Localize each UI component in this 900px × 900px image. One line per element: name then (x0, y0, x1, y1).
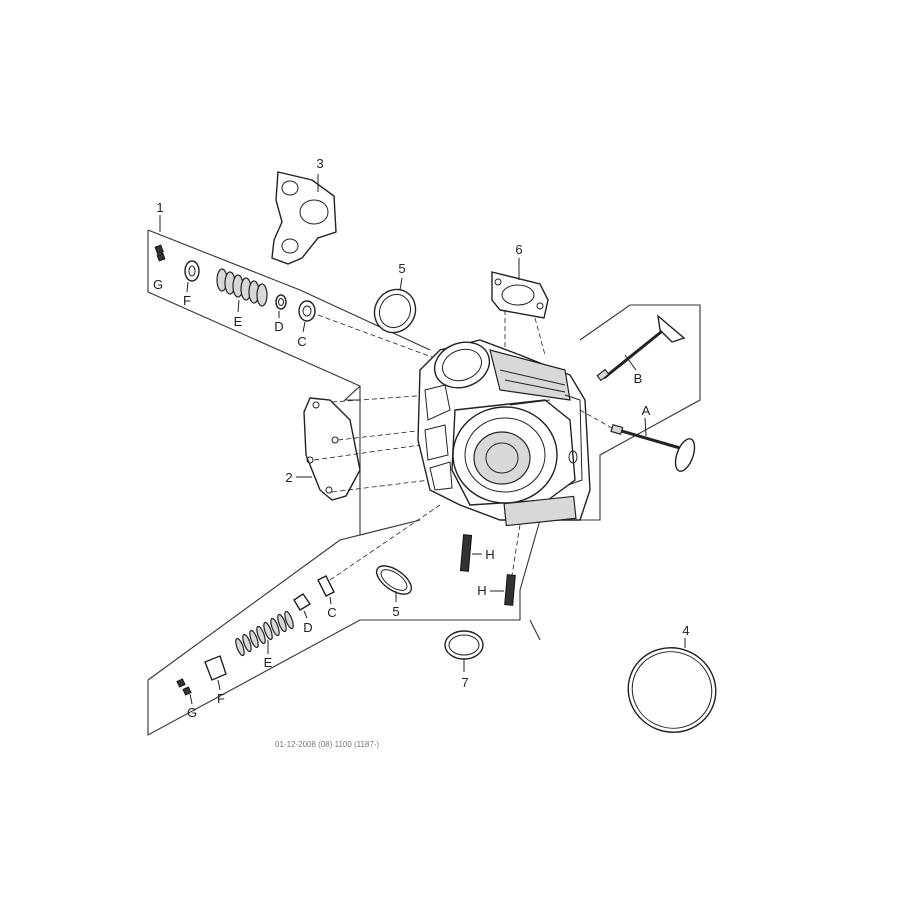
label-h-upper: H (485, 547, 494, 562)
label-f-bottom: F (217, 691, 225, 706)
label-e-top: E (234, 314, 243, 329)
valve-b (596, 314, 686, 382)
label-1: 1 (156, 200, 163, 215)
seal-c-top (298, 300, 316, 333)
label-a: A (642, 403, 651, 418)
label-7: 7 (461, 675, 468, 690)
cover-plate-2 (296, 394, 431, 501)
label-e-bottom: E (264, 655, 273, 670)
retainer-f-bottom (204, 655, 227, 691)
label-g-top: G (153, 277, 163, 292)
label-c-bottom: C (327, 605, 336, 620)
o-ring-5-top (373, 277, 417, 334)
footer-text: 01-12-2008 (08) 1100 (1187-) (275, 740, 380, 749)
label-d-bottom: D (303, 620, 312, 635)
seat-d-bottom (293, 593, 312, 619)
gasket-6 (491, 258, 549, 356)
label-4: 4 (682, 623, 689, 638)
label-5-top: 5 (398, 261, 405, 276)
valve-a (579, 409, 696, 472)
label-3: 3 (316, 156, 323, 171)
gasket-3 (271, 171, 337, 265)
spring-e-bottom (235, 610, 294, 657)
label-f-top: F (183, 293, 191, 308)
collet-g-bottom (176, 678, 193, 705)
label-c-top: C (297, 334, 306, 349)
spring-e-top (216, 268, 268, 313)
valve-train-frame (147, 229, 701, 736)
cylinder-head (417, 339, 591, 527)
label-b: B (634, 371, 643, 386)
label-g-bottom: G (187, 705, 197, 720)
retainer-f-top (184, 260, 200, 293)
label-5-bottom: 5 (392, 604, 399, 619)
o-ring-5-bottom (375, 565, 413, 602)
label-6: 6 (515, 242, 522, 257)
ring-7 (444, 630, 484, 672)
top-valve-parts (154, 215, 441, 361)
o-ring-4 (627, 638, 717, 733)
stud-h-lower (490, 524, 521, 606)
label-h-lower: H (477, 583, 486, 598)
stud-h-upper (459, 534, 482, 572)
seal-c-bottom (317, 575, 335, 605)
label-2: 2 (285, 470, 292, 485)
seat-d-top (275, 294, 287, 318)
label-d-top: D (274, 319, 283, 334)
bottom-valve-parts (176, 504, 441, 705)
collet-g-top (154, 244, 166, 262)
callout-labels: 1 3 5 6 G F E D C B A 2 H H 5 C D E 4 7 … (153, 156, 690, 720)
